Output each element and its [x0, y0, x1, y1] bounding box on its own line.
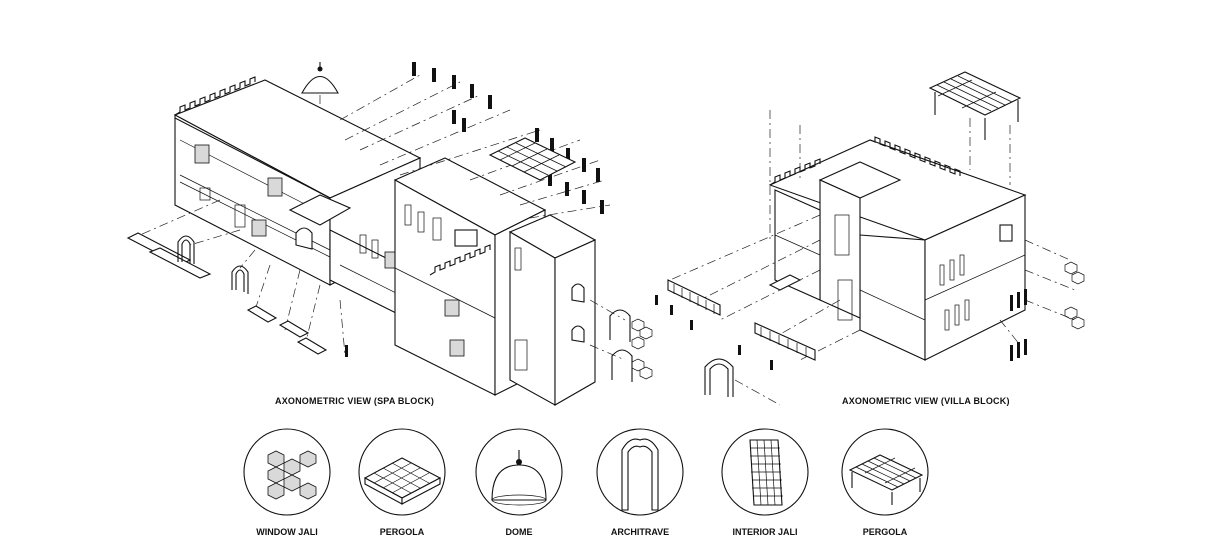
villa-pergola	[928, 71, 1022, 185]
villa-block-drawing	[655, 71, 1085, 406]
window-jali-icon	[243, 428, 331, 516]
pergola-slat-label: PERGOLA	[862, 527, 908, 537]
spa-block-caption: AXONOMETRIC VIEW (SPA BLOCK)	[275, 396, 435, 406]
spa-steps	[126, 232, 328, 355]
spa-left-wing	[173, 76, 422, 286]
pergola-grid-icon	[358, 428, 446, 516]
spa-block-drawing	[126, 62, 653, 406]
dome-icon	[475, 428, 563, 516]
architrave-icon	[596, 428, 684, 516]
villa-body	[768, 136, 1027, 361]
pergola-slat-icon	[841, 428, 929, 516]
villa-exploded-pieces	[655, 261, 1085, 397]
villa-explosion-lines	[669, 110, 1076, 406]
spa-window-jali	[631, 318, 653, 380]
dome-label: DOME	[505, 527, 533, 537]
window-jali-label: WINDOW JALI	[256, 527, 318, 537]
spa-jali-bars	[345, 62, 604, 357]
architrave-label: ARCHITRAVE	[610, 527, 670, 537]
villa-block-caption: AXONOMETRIC VIEW (VILLA BLOCK)	[842, 396, 1010, 406]
spa-tower	[508, 214, 597, 406]
spa-pergola	[488, 137, 577, 181]
pergola-grid-label: PERGOLA	[379, 527, 425, 537]
interior-jali-label: INTERIOR JALI	[732, 527, 798, 537]
interior-jali-icon	[721, 428, 809, 516]
spa-arches	[177, 235, 633, 382]
